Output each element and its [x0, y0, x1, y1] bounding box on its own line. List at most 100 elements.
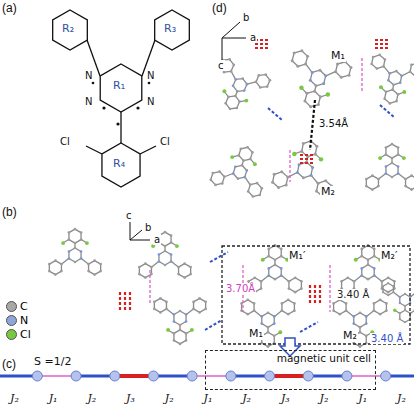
cl-atom	[292, 152, 296, 156]
label: 3.54Å	[318, 118, 349, 129]
atom	[267, 248, 270, 251]
bond-line	[354, 276, 361, 282]
atom	[404, 185, 407, 188]
atom	[267, 255, 270, 258]
atom	[243, 89, 246, 92]
bond-line	[192, 375, 231, 377]
cl-atom	[85, 241, 89, 245]
atom	[303, 100, 306, 103]
atom	[404, 321, 406, 323]
atom	[385, 309, 388, 312]
atom	[234, 166, 237, 169]
atom	[239, 147, 242, 150]
atom	[274, 263, 277, 266]
atom	[293, 302, 296, 305]
atom	[293, 51, 296, 54]
label: J₃	[126, 393, 135, 405]
atom	[367, 278, 370, 281]
atom	[99, 263, 102, 266]
legend-swatch	[6, 329, 17, 340]
bond-line	[375, 47, 389, 49]
atom	[410, 64, 413, 67]
atom	[204, 308, 207, 311]
atom	[302, 142, 305, 145]
atom	[286, 176, 289, 179]
atom	[158, 253, 161, 256]
atom	[392, 84, 395, 87]
atom	[260, 280, 263, 283]
atom	[228, 58, 231, 61]
bond-line	[129, 292, 131, 312]
bond-line	[398, 174, 405, 180]
atom	[371, 174, 374, 177]
atom	[165, 308, 168, 311]
atom	[173, 320, 176, 323]
atom	[185, 313, 188, 316]
atom	[332, 302, 335, 305]
label: M₁	[248, 328, 264, 340]
atom	[267, 345, 270, 348]
bond-line	[152, 262, 159, 268]
bond-line	[120, 112, 121, 143]
atom	[218, 170, 221, 173]
cl-atom	[354, 258, 358, 262]
label: R₄	[113, 158, 125, 170]
label: N	[147, 96, 154, 107]
atom	[387, 79, 390, 82]
atom	[281, 302, 284, 305]
atom	[336, 62, 339, 65]
atom	[391, 162, 394, 165]
atom	[255, 81, 258, 84]
atom	[179, 343, 182, 346]
atom	[399, 81, 402, 84]
atom	[256, 182, 259, 185]
atom	[332, 309, 335, 312]
label: M₁	[330, 50, 346, 62]
lone-dot	[92, 82, 95, 85]
spin-site	[381, 371, 391, 381]
atom	[399, 296, 401, 298]
atom	[294, 291, 297, 294]
atom	[144, 262, 147, 265]
bond-line	[384, 66, 390, 73]
bond-line	[186, 309, 193, 315]
atom	[309, 79, 312, 82]
bond-line	[326, 72, 335, 76]
atom	[280, 255, 283, 258]
atom	[384, 58, 387, 61]
atom	[267, 326, 270, 329]
atom	[179, 329, 182, 332]
atom	[273, 322, 276, 325]
atom	[296, 171, 299, 174]
bond-line	[361, 58, 362, 92]
atom	[267, 274, 270, 277]
atom	[410, 174, 413, 177]
atom	[252, 195, 255, 198]
atom	[371, 188, 374, 191]
atom	[285, 183, 288, 186]
atom	[246, 146, 249, 149]
atom	[389, 102, 392, 105]
atom	[385, 172, 388, 175]
atom	[311, 166, 314, 169]
legend-row: C	[6, 300, 28, 313]
bond-line	[375, 43, 389, 45]
atom	[300, 49, 303, 52]
atom	[179, 310, 182, 313]
atom	[365, 334, 368, 337]
atom	[229, 108, 232, 111]
cl-atom	[402, 156, 406, 160]
atom	[232, 85, 235, 88]
bond-line	[247, 82, 256, 84]
atom	[236, 90, 239, 93]
atom	[346, 276, 349, 279]
atom	[359, 345, 362, 348]
label: a	[153, 234, 161, 245]
atom	[300, 150, 303, 153]
atom	[305, 92, 308, 95]
bond-line	[281, 276, 288, 282]
spin-site	[187, 371, 197, 381]
atom	[385, 165, 388, 168]
atom	[300, 280, 303, 283]
